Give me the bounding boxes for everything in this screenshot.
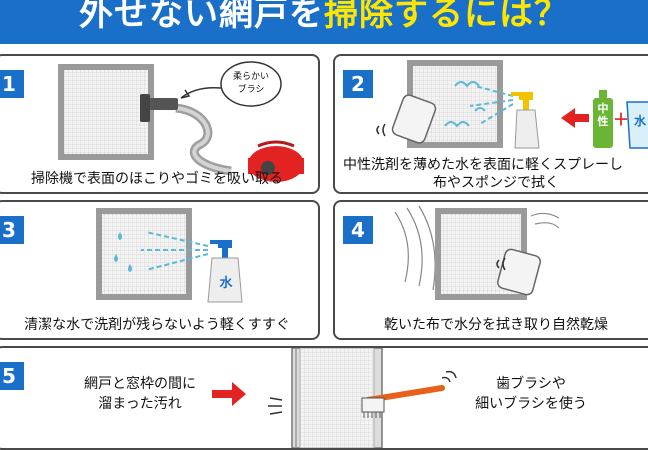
title-banner: 外せない網戸を掃除するには？: [0, 0, 648, 44]
step-1-number: 1: [0, 70, 24, 98]
step-3-illustration: [96, 208, 243, 303]
step-4-illustration: [394, 205, 560, 300]
spray-lines-icon: [469, 85, 514, 125]
title-part1: 外せない網戸を: [79, 0, 324, 34]
spray-bottle-icon: [511, 92, 540, 149]
step-5-illustration: [212, 348, 457, 448]
motion-lines-icon: [376, 123, 386, 137]
speech-bubble-icon: [180, 61, 282, 107]
water-cup-icon: [626, 101, 648, 149]
cloth-icon: [497, 248, 541, 296]
step-3-number: 3: [0, 216, 24, 244]
vacuum-cleaner-icon: [140, 94, 304, 182]
plus-sign: ＋: [613, 110, 630, 129]
step-1-panel: 1 柔らかい ブラシ 掃除機で表面のほこりやゴミを: [0, 54, 320, 194]
step-4-caption: 乾いた布で水分を拭き取り自然乾燥: [384, 317, 608, 333]
bubbles-icon: [444, 81, 486, 128]
step-5-left-line2: 溜まった汚れ: [98, 396, 182, 412]
screen-door-icon: [58, 64, 154, 160]
title-part2: 掃除するには？: [324, 0, 569, 34]
motion-lines-icon: [496, 257, 506, 271]
step-2-caption-line2: 布やスポンジで拭く: [433, 175, 559, 191]
step-1-caption: 掃除機で表面のほこりやゴミを吸い取る: [31, 171, 283, 187]
step-2-number: 2: [343, 70, 373, 98]
water-bottle-label: 水: [219, 276, 233, 291]
spray-lines-icon: [141, 231, 209, 271]
sparkle-lines-icon: [441, 370, 457, 383]
spray-bottle-icon: [207, 240, 243, 303]
step-5-panel: 5 網戸と窓枠の間に 溜まった汚れ 歯ブラシや 細いブラシを使う: [0, 346, 648, 450]
screen-door-icon: [96, 208, 192, 300]
bubble-line1: 柔らかい: [232, 72, 269, 82]
step-5-right-line1: 歯ブラシや: [496, 376, 566, 392]
step-4-number: 4: [343, 216, 373, 244]
step-5-number: 5: [0, 362, 24, 390]
motion-lines-icon: [268, 397, 283, 415]
step-5-right-line2: 細いブラシを使う: [475, 396, 587, 412]
step-1-illustration: [58, 61, 304, 182]
detergent-label: 中性: [597, 102, 609, 128]
step-2-caption-line1: 中性洗剤を薄めた水を表面に軽くスプレーし: [343, 157, 623, 173]
water-label: 水: [633, 114, 646, 128]
step-2-panel: 2: [333, 54, 648, 194]
toothbrush-icon: [361, 385, 445, 418]
bubble-line2: ブラシ: [237, 85, 265, 95]
step-2-illustration: [376, 60, 648, 149]
step-3-panel: 3 水 清潔な水で洗剤が残らないよう軽くすすぐ: [0, 200, 320, 340]
sponge-icon: [391, 94, 437, 144]
page-title: 外せない網戸を掃除するには？: [0, 0, 648, 35]
step-3-caption: 清潔な水で洗剤が残らないよう軽くすすぐ: [24, 317, 290, 333]
water-drops-icon: [114, 232, 132, 272]
arrow-icon: [561, 108, 589, 128]
wind-lines-icon: [394, 205, 560, 291]
step-4-panel: 4 乾いた布で水分を拭き取り自然乾燥: [333, 200, 648, 340]
step-5-left-line1: 網戸と窓枠の間に: [84, 376, 196, 392]
arrow-icon: [212, 382, 246, 406]
detergent-bottle-icon: [593, 90, 613, 148]
